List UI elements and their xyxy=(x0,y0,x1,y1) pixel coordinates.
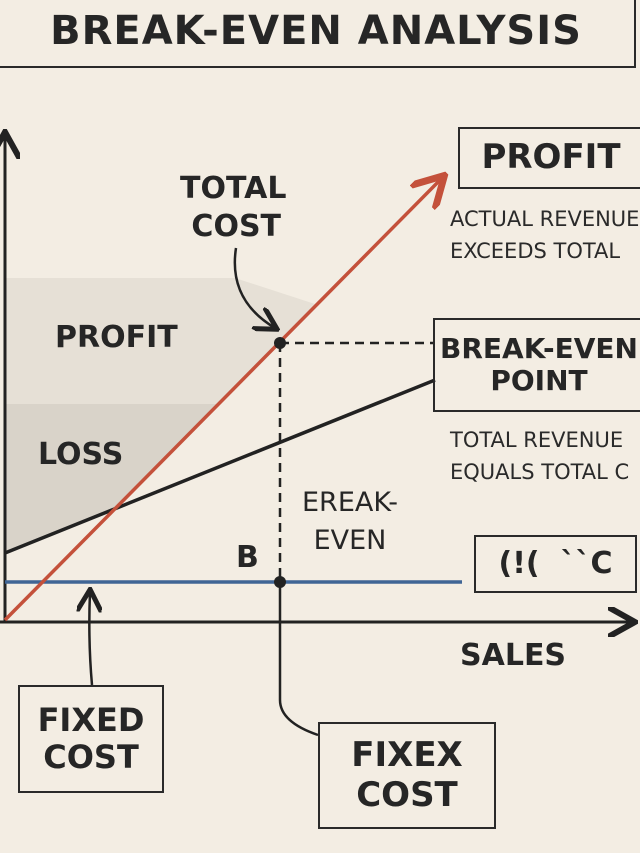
profit-note-line: EXCEEDS TOTAL xyxy=(450,239,621,263)
total-cost-label: TOTAL COST xyxy=(180,170,286,246)
profit-box-label: PROFIT xyxy=(481,137,621,178)
break-even-point-dot xyxy=(274,337,286,349)
break-even-box-line: POINT xyxy=(490,364,588,397)
fixex-cost-box-line: FIXEX xyxy=(351,735,463,776)
loss-region xyxy=(5,404,219,553)
connector-line xyxy=(278,582,319,737)
fixed-cost-arrow xyxy=(89,592,92,686)
revenue-line xyxy=(3,178,442,622)
profit-region-label: PROFIT xyxy=(55,320,178,355)
break-even-note: TOTAL REVENUE EQUALS TOTAL C xyxy=(450,424,629,488)
break-even-mid-label: EREAK- EVEN xyxy=(302,484,398,560)
loss-region-label: LOSS xyxy=(38,437,124,472)
fixed-cost-box-line: COST xyxy=(43,738,139,776)
fixed-cost-box: FIXED COST xyxy=(18,685,164,793)
point-b-dot xyxy=(274,576,286,588)
title: BREAK-EVEN ANALYSIS xyxy=(50,8,582,54)
profit-box: PROFIT xyxy=(458,127,640,189)
break-even-point-box: BREAK-EVEN POINT xyxy=(433,318,640,412)
fixex-cost-box-line: COST xyxy=(356,774,458,815)
title-box: BREAK-EVEN ANALYSIS xyxy=(0,0,636,68)
break-even-note-line: EQUALS TOTAL C xyxy=(450,460,630,484)
sales-axis-label: SALES xyxy=(460,638,567,673)
profit-note-line: ACTUAL REVENUE xyxy=(450,207,640,231)
fixex-cost-box: FIXEX COST xyxy=(318,722,496,829)
break-even-mid-line: EREAK- xyxy=(302,487,398,518)
garbled-box-label: (!( ``C xyxy=(498,545,613,581)
profit-note: ACTUAL REVENUE EXCEEDS TOTAL xyxy=(450,203,639,267)
break-even-note-line: TOTAL REVENUE xyxy=(450,428,624,452)
total-cost-label-line: COST xyxy=(191,209,282,244)
total-cost-label-line: TOTAL xyxy=(180,171,287,206)
garbled-box: (!( ``C xyxy=(474,535,637,593)
profit-region xyxy=(5,278,318,404)
fixed-cost-box-line: FIXED xyxy=(37,701,145,740)
total-cost-arrow xyxy=(233,247,275,328)
break-even-mid-line: EVEN xyxy=(313,525,387,556)
break-even-box-line: BREAK-EVEN xyxy=(440,331,638,365)
point-b-label: B xyxy=(236,540,259,575)
total-cost-line xyxy=(4,378,436,555)
